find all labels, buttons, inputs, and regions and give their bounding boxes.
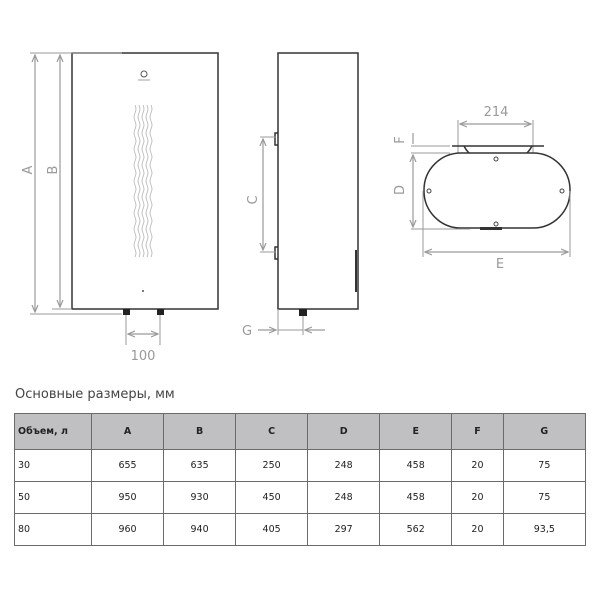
cell: 450: [235, 481, 309, 514]
cell: 655: [90, 449, 165, 482]
heater-side-body: [277, 52, 359, 310]
side-view: C G: [242, 52, 359, 339]
header-d: D: [307, 413, 381, 450]
pipe-hot: [157, 309, 164, 315]
wave-pattern: [133, 104, 153, 258]
cell: 93,5: [502, 513, 587, 546]
cell: 20: [451, 513, 504, 546]
header-a: A: [90, 413, 165, 450]
heater-front-body: [71, 52, 219, 310]
dimensions-table: Объем, л A B C D E F G 30 655 635 250 24…: [14, 413, 587, 546]
cell: 248: [307, 481, 381, 514]
cell: 940: [163, 513, 237, 546]
cell: 930: [163, 481, 237, 514]
cell: 20: [451, 481, 504, 514]
header-b: B: [163, 413, 237, 450]
cell: 250: [235, 449, 309, 482]
cell: 950: [90, 481, 165, 514]
dim-f-label: F: [393, 136, 408, 143]
header-g: G: [502, 413, 587, 450]
cell: 960: [90, 513, 165, 546]
dim-b-label: B: [46, 166, 61, 175]
cell: 30: [14, 449, 92, 482]
header-c: C: [235, 413, 309, 450]
cell: 635: [163, 449, 237, 482]
header-volume: Объем, л: [14, 413, 92, 450]
side-pipe: [299, 309, 307, 316]
front-view: A B 100: [21, 52, 219, 364]
dim-c-label: C: [246, 195, 261, 204]
cell: 75: [502, 481, 587, 514]
table-row: 30 655 635 250 248 458 20 75: [14, 449, 587, 482]
cell: 80: [14, 513, 92, 546]
cell: 75: [502, 449, 587, 482]
table-header-row: Объем, л A B C D E F G: [14, 413, 587, 450]
cell: 50: [14, 481, 92, 514]
table-row: 80 960 940 405 297 562 20 93,5: [14, 513, 587, 546]
header-f: F: [451, 413, 504, 450]
header-e: E: [379, 413, 453, 450]
dim-g-label: G: [242, 324, 252, 339]
dimension-diagram: A B 100: [21, 52, 571, 364]
cell: 458: [379, 481, 453, 514]
cell: 20: [451, 449, 504, 482]
brand-logo-icon: [138, 70, 150, 81]
indicator-light-icon: [142, 290, 144, 292]
table-caption: Основные размеры, мм: [15, 387, 175, 402]
tank-top-outline: [423, 152, 571, 229]
dim-a-label: A: [21, 165, 36, 174]
wall-bracket-top: [274, 132, 278, 146]
pipe-cold: [123, 309, 130, 315]
table-row: 50 950 930 450 248 458 20 75: [14, 481, 587, 514]
cell: 405: [235, 513, 309, 546]
dim-d-label: D: [393, 185, 408, 195]
top-view: 214 F D E: [393, 105, 571, 272]
cell: 297: [307, 513, 381, 546]
wall-bracket-bottom: [274, 246, 278, 260]
dim-e-label: E: [496, 257, 504, 272]
cell: 248: [307, 449, 381, 482]
cell: 458: [379, 449, 453, 482]
dim-100-label: 100: [131, 349, 156, 364]
dim-214-label: 214: [484, 105, 509, 120]
cell: 562: [379, 513, 453, 546]
